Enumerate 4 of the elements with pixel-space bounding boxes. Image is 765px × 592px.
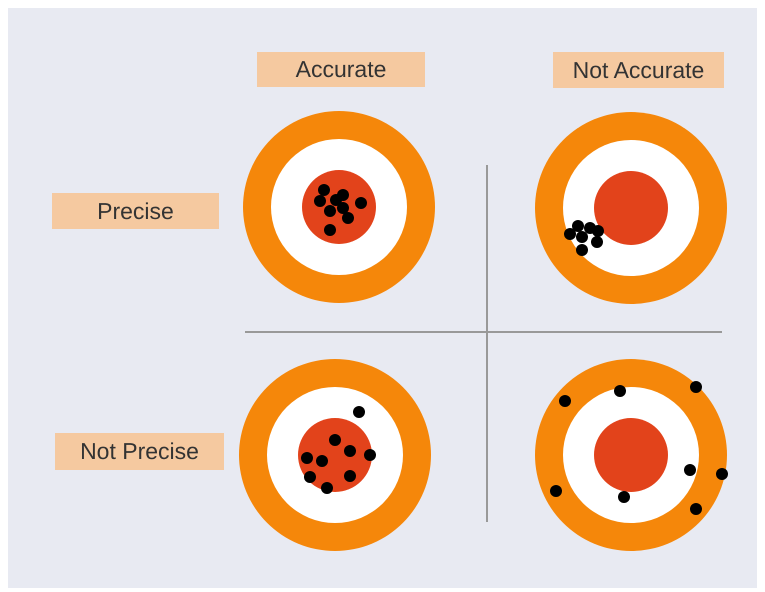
label-box: Not Precise <box>55 433 224 470</box>
label-box: Not Accurate <box>553 52 724 88</box>
label-box: Accurate <box>257 52 425 87</box>
label-box: Precise <box>52 193 219 229</box>
